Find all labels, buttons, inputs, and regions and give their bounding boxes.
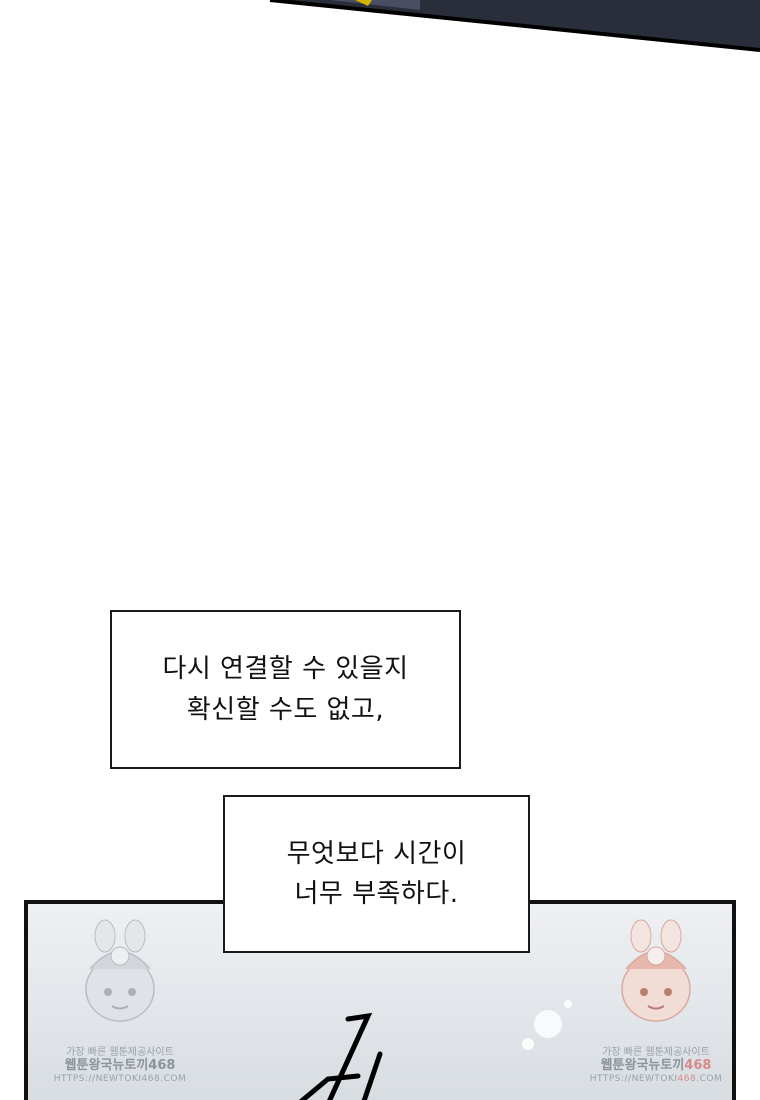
watermark-right: 가장 빠른 웹툰제공사이트 웹툰왕국뉴토끼468 HTTPS://NEWTOKI… [586,914,726,1084]
sfx-stroke [327,1012,373,1100]
watermark-site-name: 웹툰왕국뉴토끼468 [586,1057,726,1074]
watermark-url-suffix: .COM [696,1073,723,1084]
narration-caption-2: 무엇보다 시간이 너무 부족하다. [223,795,530,953]
sparkle [564,1000,572,1008]
watermark-url: HTTPS://NEWTOKI468.COM [586,1074,726,1084]
top-panel-highlight [330,0,420,10]
sound-effect-art [298,1000,572,1100]
top-panel-yellow-accent [355,0,372,6]
top-panel-border [269,0,760,52]
mascot-icon [85,919,155,1022]
watermark-site-name: 웹툰왕국뉴토끼468 [64,1057,176,1073]
top-panel-edge [269,0,760,52]
caption-line: 다시 연결할 수 있을지 [162,654,409,685]
watermark-site-name-prefix: 웹툰왕국뉴토끼 [600,1057,685,1073]
watermark-site-number: 468 [684,1057,712,1073]
watermark-tagline: 가장 빠른 웹툰제공사이트 [66,1047,174,1059]
watermark-url-number: 468 [677,1073,697,1084]
caption-line: 너무 부족하다. [294,879,459,909]
watermark-url: HTTPS://NEWTOKI468.COM [53,1073,187,1084]
sparkle [534,1010,562,1038]
narration-caption-1: 다시 연결할 수 있을지 확신할 수도 없고, [110,610,461,769]
caption-line: 확신할 수도 없고, [186,694,385,725]
watermark-right-text: 가장 빠른 웹툰제공사이트 웹툰왕국뉴토끼468 HTTPS://NEWTOKI… [586,1047,726,1084]
watermark-tagline: 가장 빠른 웹툰제공사이트 [602,1047,710,1059]
watermark-left-text: 가장 빠른 웹툰제공사이트 웹툰왕국뉴토끼468 HTTPS://NEWTOKI… [50,1047,190,1084]
sfx-stroke [298,1073,361,1100]
watermark-url-prefix: HTTPS://NEWTOKI [589,1073,678,1084]
caption-line: 무엇보다 시간이 [286,838,467,869]
sparkle [522,1038,534,1050]
sfx-stroke [361,1051,383,1100]
mascot-icon [621,919,691,1022]
watermark-left: 가장 빠른 웹툰제공사이트 웹툰왕국뉴토끼468 HTTPS://NEWTOKI… [50,914,190,1084]
